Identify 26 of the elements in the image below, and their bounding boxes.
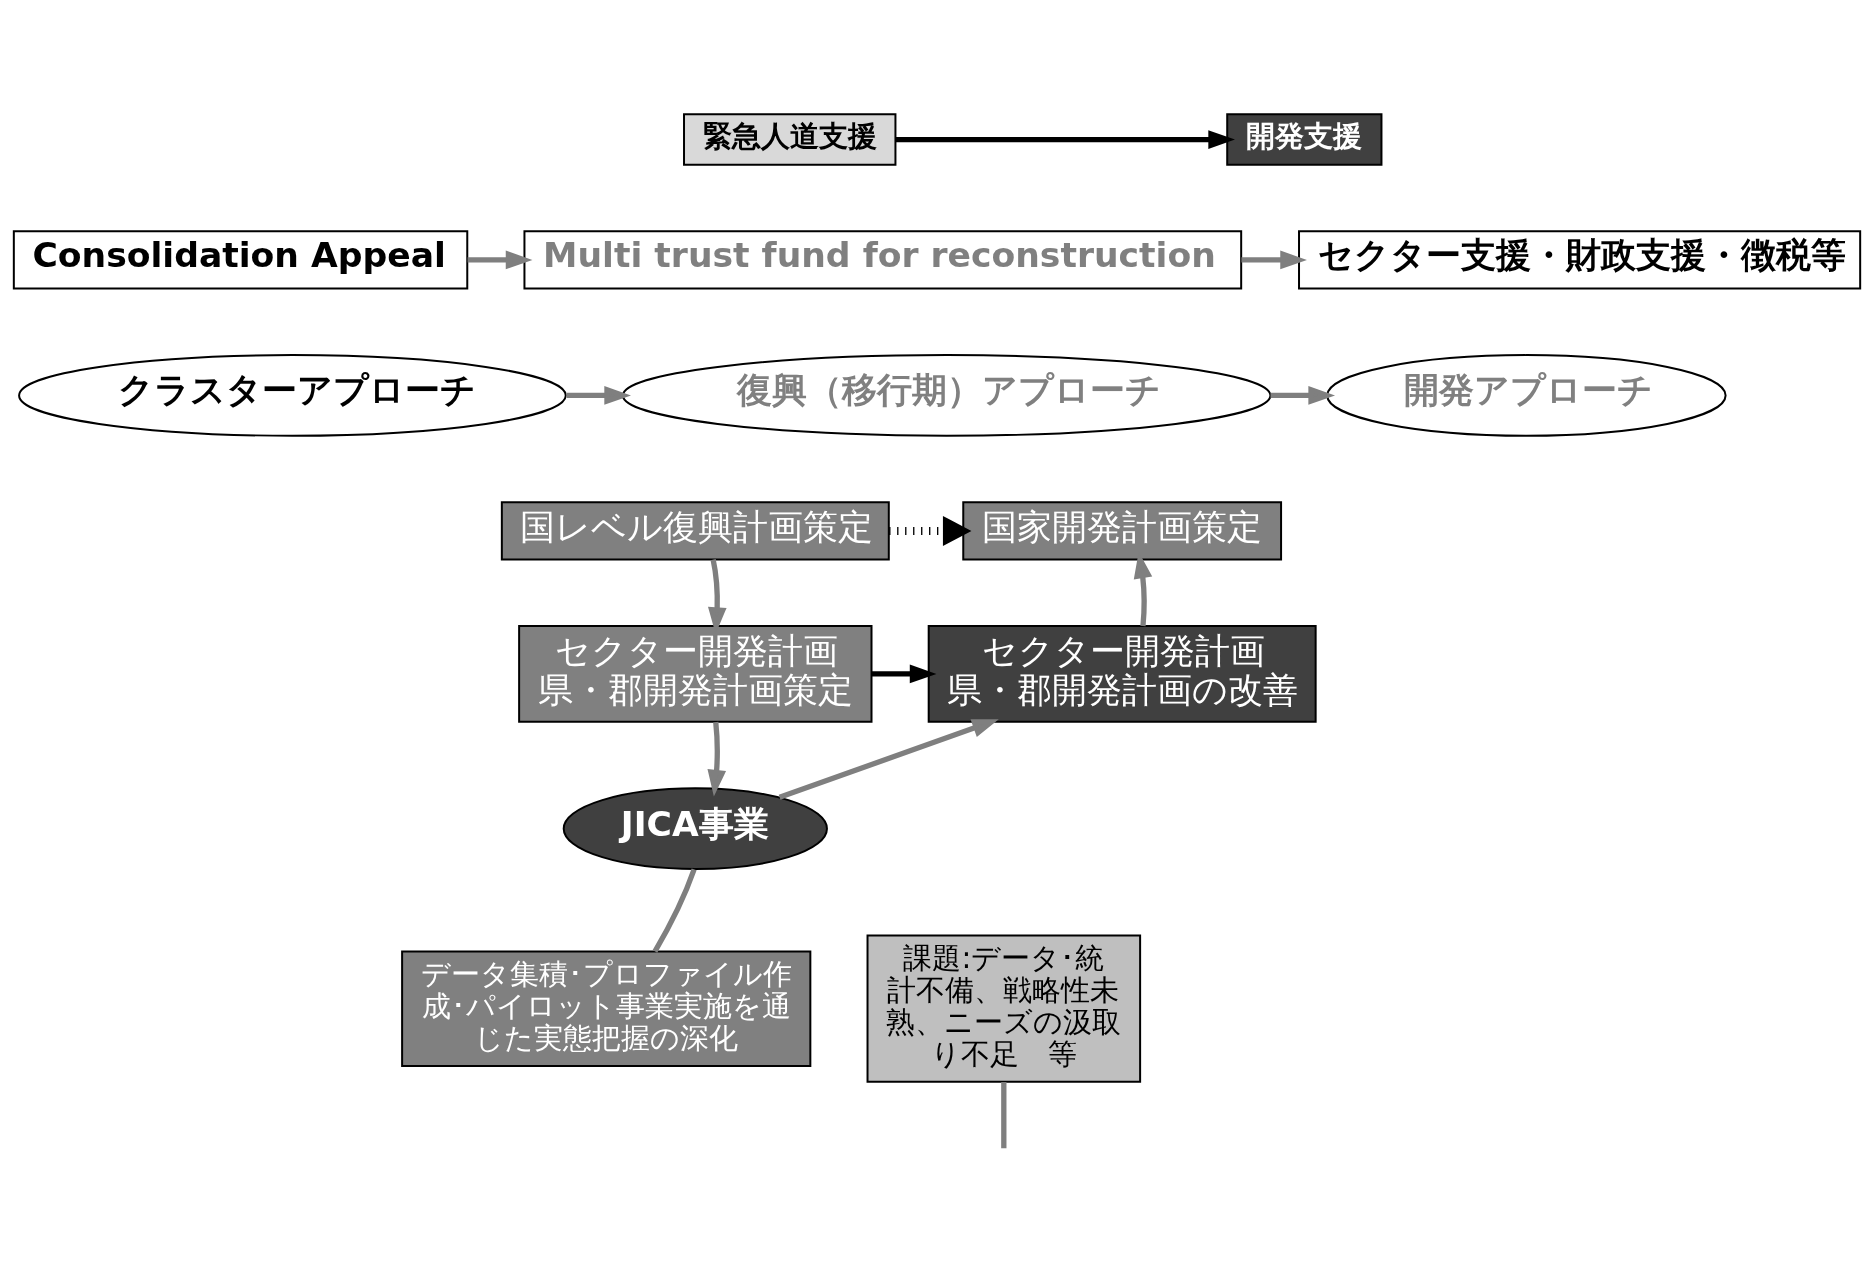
node-box: 開発支援: [1226, 113, 1383, 166]
node-box: セクター開発計画 県・郡開発計画の改善: [927, 625, 1317, 723]
node-ellipse: 開発アプローチ: [1326, 354, 1727, 437]
arrow: [778, 719, 999, 800]
node-box: Consolidation Appeal: [12, 230, 469, 290]
arrow: [707, 721, 727, 797]
connector: [652, 868, 697, 953]
node-box: 国レベル復興計画策定: [500, 501, 890, 561]
arrow: [1241, 250, 1307, 270]
node-ellipse: 復興（移行期）アプローチ: [621, 354, 1272, 437]
arrow: [871, 664, 937, 684]
node-ellipse: JICA事業: [562, 787, 828, 870]
node-box: データ集積･プロファイル作成･パイロット事業実施を通じた実態把握の深化: [401, 950, 812, 1067]
node-ellipse: クラスターアプローチ: [18, 354, 567, 437]
node-box: 緊急人道支援: [683, 113, 897, 166]
arrow: [889, 515, 972, 546]
connector: [1001, 1082, 1007, 1149]
arrow: [467, 250, 533, 270]
arrow: [566, 386, 631, 405]
node-box: セクター開発計画 県・郡開発計画策定: [518, 625, 873, 723]
arrow: [1270, 386, 1335, 405]
node-box: 国家開発計画策定: [962, 501, 1283, 561]
node-box: 課題:データ･統計不備、戦略性未熟、ニーズの汲取り不足 等: [866, 934, 1142, 1083]
node-box: セクター支援・財政支援・徴税等: [1298, 230, 1862, 290]
arrow: [895, 130, 1235, 149]
node-box: Multi trust fund for reconstruction: [523, 230, 1243, 290]
